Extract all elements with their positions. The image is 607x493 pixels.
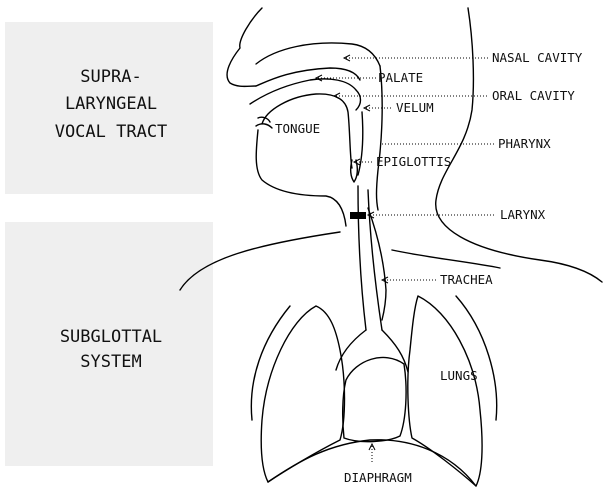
label-oral-cavity: ORAL CAVITY [492,88,575,103]
label-larynx: LARYNX [500,207,546,222]
left-lung [261,306,344,482]
face-profile [227,8,262,86]
pharynx-front-wall [358,112,363,175]
velum-outline [356,90,361,110]
label-lungs: LUNGS [440,368,478,383]
esophagus [368,208,386,320]
label-palate: PALATE [378,70,423,85]
label-pharynx: PHARYNX [498,136,551,151]
label-velum: VELUM [396,100,434,115]
nasal-cavity-outline [256,68,360,86]
palate-outline [250,79,356,104]
bronchi [336,330,408,372]
heart [343,357,406,441]
trachea-left [358,186,366,330]
label-nasal-cavity: NASAL CAVITY [492,50,583,65]
label-tongue: TONGUE [275,121,320,136]
trachea-right [368,190,382,330]
right-shoulder [392,250,500,268]
chin-jaw [256,130,346,226]
label-epiglottis: EPIGLOTTIS [376,154,451,169]
pharynx-back-wall [377,66,383,210]
subglottal-title-line-1: SUBGLOTTAL [60,327,162,347]
label-diaphragm: DIAPHRAGM [344,470,412,485]
nasal-roof [256,43,380,66]
supralaryngeal-title-line-2: LARYNGEAL [65,94,157,114]
anatomy-labels: NASAL CAVITY PALATE ORAL CAVITY VELUM TO… [275,50,583,485]
supralaryngeal-title-line-1: SUPRA- [80,67,141,87]
subglottal-title-line-2: SYSTEM [80,352,141,372]
supralaryngeal-title-line-3: VOCAL TRACT [55,122,168,142]
label-trachea: TRACHEA [440,272,493,287]
